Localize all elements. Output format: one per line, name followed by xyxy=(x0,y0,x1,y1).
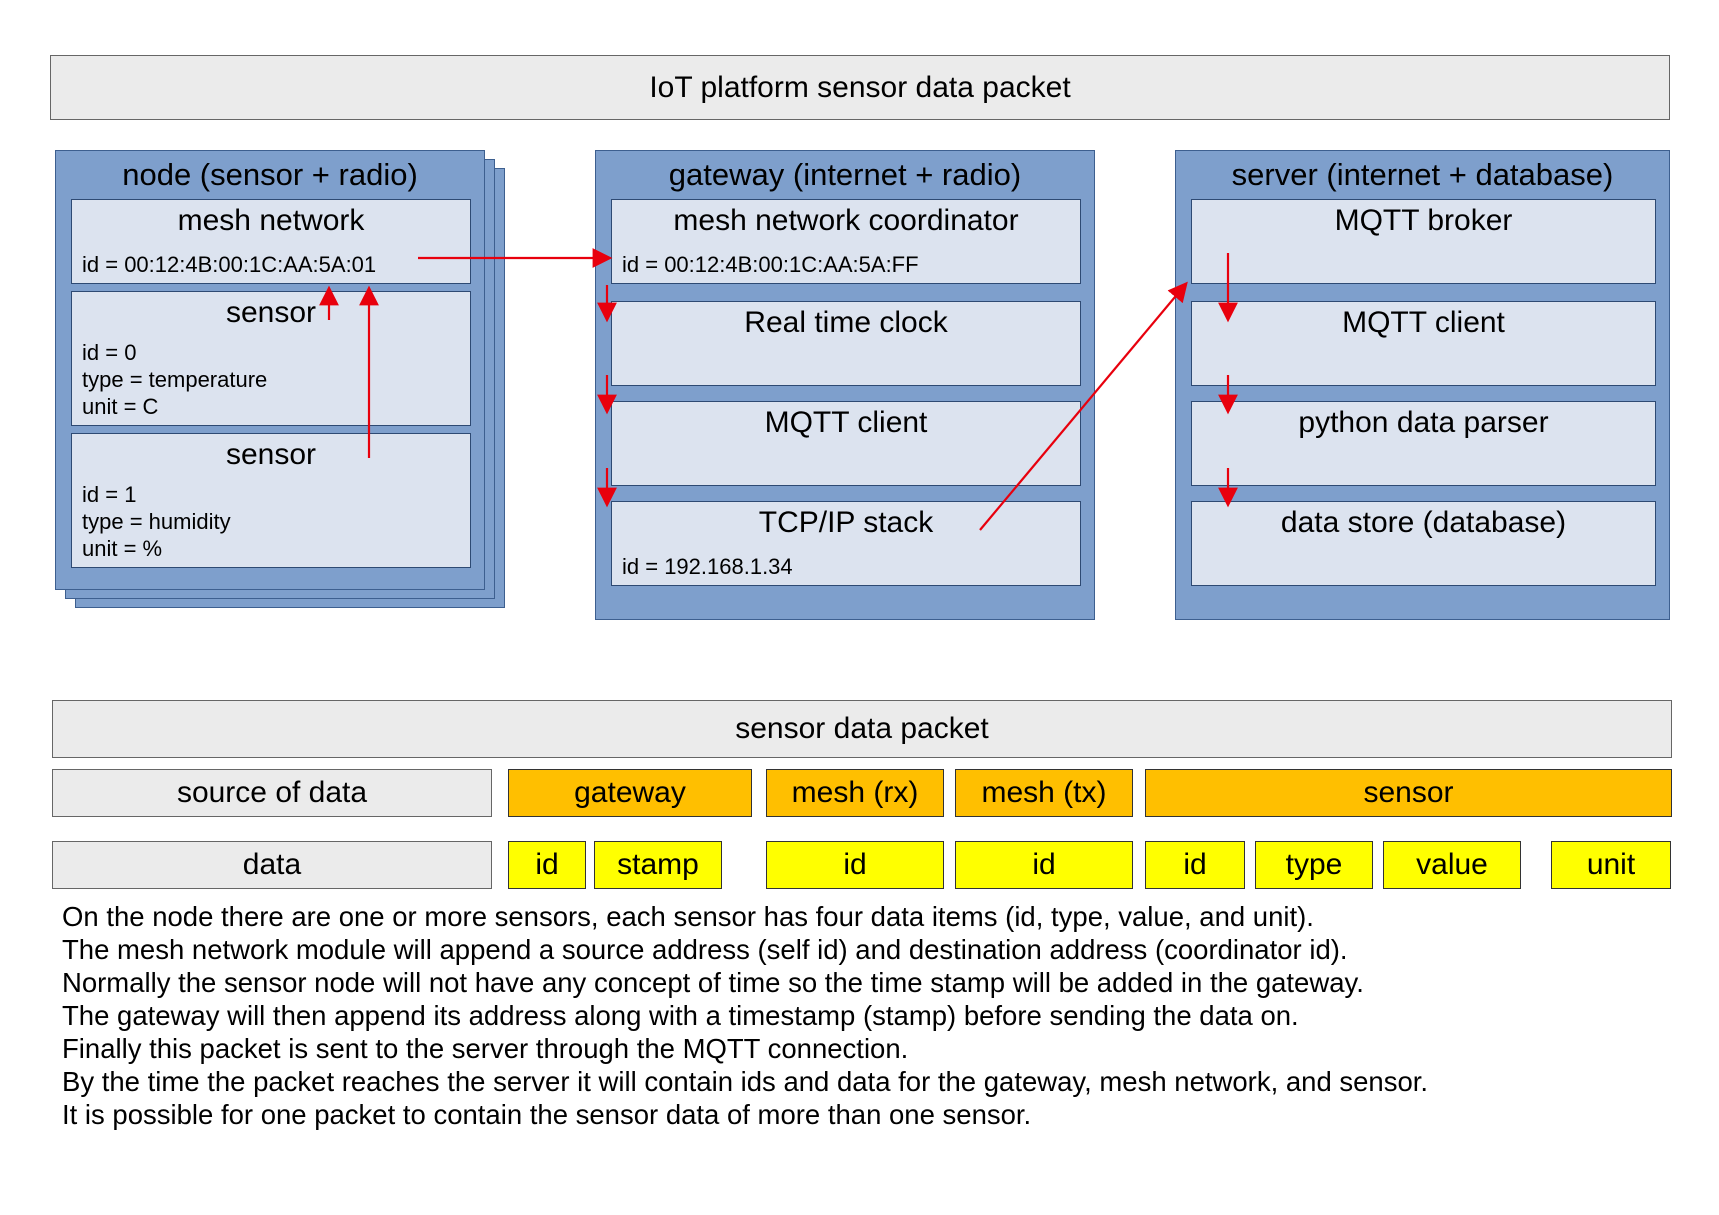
gateway-block-real-time-clock[interactable]: Real time clock xyxy=(611,301,1081,386)
column-server: server (internet + database) MQTT broker… xyxy=(1175,150,1670,620)
server-block-mqtt-broker-label: MQTT broker xyxy=(1334,204,1513,237)
description-line-7: It is possible for one packet to contain… xyxy=(62,1099,1032,1130)
column-gateway-title: gateway (internet + radio) xyxy=(668,157,1022,192)
packet-source-sensor-label: sensor xyxy=(1363,776,1454,809)
packet-row-source-label-text: source of data xyxy=(176,776,368,809)
packet-title-band: sensor data packet xyxy=(52,700,1672,758)
server-block-data-store[interactable]: data store (database) xyxy=(1191,501,1656,586)
packet-field-sensor-value-label: value xyxy=(1416,848,1488,881)
gateway-block-tcpip-stack-label: TCP/IP stack xyxy=(758,506,934,539)
node-block-sensor-0-id: id = 0 xyxy=(82,340,137,365)
server-block-python-data-parser[interactable]: python data parser xyxy=(1191,401,1656,486)
packet-field-sensor-unit-label: unit xyxy=(1586,848,1636,881)
node-block-sensor-1-type: type = humidity xyxy=(82,509,231,534)
server-block-mqtt-client-label: MQTT client xyxy=(1342,306,1505,339)
node-block-sensor-1-id: id = 1 xyxy=(82,482,137,507)
node-block-sensor-0-label: sensor xyxy=(225,296,317,329)
packet-source-mesh-tx-label: mesh (tx) xyxy=(981,776,1107,809)
description-line-6: By the time the packet reaches the serve… xyxy=(62,1066,1429,1097)
server-block-data-store-label: data store (database) xyxy=(1280,506,1567,539)
packet-field-gateway-id-label: id xyxy=(535,848,559,881)
main-title-band: IoT platform sensor data packet xyxy=(50,55,1670,120)
description-line-2: The mesh network module will append a so… xyxy=(62,934,1348,965)
packet-field-mesh-rx-id-label: id xyxy=(843,848,867,881)
node-block-mesh-network-id: id = 00:12:4B:00:1C:AA:5A:01 xyxy=(82,252,377,277)
packet-source-mesh-rx[interactable]: mesh (rx) xyxy=(766,769,944,817)
page-title: IoT platform sensor data packet xyxy=(649,70,1071,104)
gateway-block-tcpip-stack-id: id = 192.168.1.34 xyxy=(622,554,793,579)
gateway-block-tcpip-stack[interactable]: TCP/IP stack id = 192.168.1.34 xyxy=(611,501,1081,586)
server-block-python-data-parser-label: python data parser xyxy=(1298,406,1549,439)
packet-field-gateway-stamp-label: stamp xyxy=(617,848,699,881)
server-block-mqtt-client[interactable]: MQTT client xyxy=(1191,301,1656,386)
packet-field-sensor-type-label: type xyxy=(1285,848,1343,881)
packet-field-gateway-stamp[interactable]: stamp xyxy=(594,841,722,889)
description-block: On the node there are one or more sensor… xyxy=(62,900,1542,1131)
gateway-block-mqtt-client-label: MQTT client xyxy=(764,406,928,439)
gateway-block-real-time-clock-label: Real time clock xyxy=(744,306,948,339)
description-line-3: Normally the sensor node will not have a… xyxy=(62,967,1364,998)
packet-field-sensor-id[interactable]: id xyxy=(1145,841,1245,889)
packet-field-mesh-rx-id[interactable]: id xyxy=(766,841,944,889)
description-line-4: The gateway will then append its address… xyxy=(62,1000,1299,1031)
node-block-sensor-1-unit: unit = % xyxy=(82,536,163,561)
packet-source-gateway-label: gateway xyxy=(574,776,686,809)
packet-field-mesh-tx-id[interactable]: id xyxy=(955,841,1133,889)
node-block-sensor-1-label: sensor xyxy=(225,438,317,471)
packet-source-sensor[interactable]: sensor xyxy=(1145,769,1672,817)
packet-source-mesh-tx[interactable]: mesh (tx) xyxy=(955,769,1133,817)
column-server-title: server (internet + database) xyxy=(1231,157,1614,192)
gateway-block-mesh-coordinator-label: mesh network coordinator xyxy=(673,204,1019,237)
node-block-sensor-0[interactable]: sensor id = 0 type = temperature unit = … xyxy=(71,291,471,426)
packet-field-mesh-tx-id-label: id xyxy=(1032,848,1056,881)
packet-field-sensor-value[interactable]: value xyxy=(1383,841,1521,889)
packet-source-gateway[interactable]: gateway xyxy=(508,769,752,817)
node-block-sensor-0-type: type = temperature xyxy=(82,367,268,392)
column-node: node (sensor + radio) mesh network id = … xyxy=(55,150,485,590)
node-block-mesh-network[interactable]: mesh network id = 00:12:4B:00:1C:AA:5A:0… xyxy=(71,199,471,284)
packet-title: sensor data packet xyxy=(735,712,989,745)
packet-field-sensor-unit[interactable]: unit xyxy=(1551,841,1671,889)
packet-row-data-label-text: data xyxy=(242,848,302,881)
gateway-block-mqtt-client[interactable]: MQTT client xyxy=(611,401,1081,486)
packet-field-sensor-id-label: id xyxy=(1183,848,1207,881)
packet-source-mesh-rx-label: mesh (rx) xyxy=(791,776,919,809)
description-line-5: Finally this packet is sent to the serve… xyxy=(62,1033,909,1064)
gateway-block-mesh-coordinator[interactable]: mesh network coordinator id = 00:12:4B:0… xyxy=(611,199,1081,284)
gateway-block-mesh-coordinator-id: id = 00:12:4B:00:1C:AA:5A:FF xyxy=(622,252,919,277)
description-line-1: On the node there are one or more sensor… xyxy=(62,901,1314,932)
node-block-mesh-network-label: mesh network xyxy=(177,204,365,237)
server-block-mqtt-broker[interactable]: MQTT broker xyxy=(1191,199,1656,284)
column-node-title: node (sensor + radio) xyxy=(122,157,418,192)
packet-row-data-label: data xyxy=(52,841,492,889)
node-block-sensor-1[interactable]: sensor id = 1 type = humidity unit = % xyxy=(71,433,471,568)
node-block-sensor-0-unit: unit = C xyxy=(82,394,159,419)
packet-field-sensor-type[interactable]: type xyxy=(1255,841,1373,889)
packet-row-source-label: source of data xyxy=(52,769,492,817)
column-gateway: gateway (internet + radio) mesh network … xyxy=(595,150,1095,620)
packet-field-gateway-id[interactable]: id xyxy=(508,841,586,889)
